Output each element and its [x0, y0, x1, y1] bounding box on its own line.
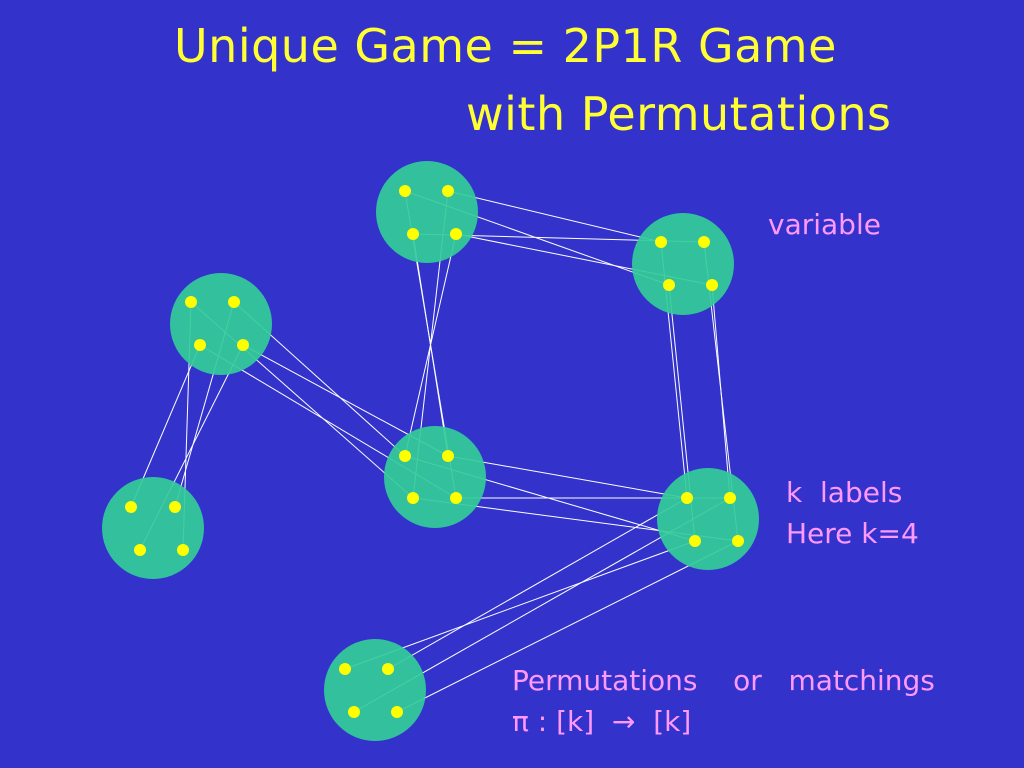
label-dot: [698, 236, 710, 248]
k-labels-label: k labels: [786, 476, 903, 509]
pi-mapping-label: π : [k] → [k]: [512, 705, 692, 738]
label-dot: [442, 450, 454, 462]
permutation-edge: [396, 540, 739, 713]
label-dot: [399, 450, 411, 462]
label-dot: [169, 501, 181, 513]
variable-node-bottom: [324, 639, 426, 741]
label-dot: [228, 296, 240, 308]
label-dot: [450, 492, 462, 504]
variable-circle: [324, 639, 426, 741]
permutation-edge: [387, 497, 688, 670]
label-dot: [407, 492, 419, 504]
k-value-label: Here k=4: [786, 517, 919, 550]
label-dot: [689, 535, 701, 547]
label-dot: [663, 279, 675, 291]
permutation-edge: [447, 190, 662, 243]
variable-nodes: [102, 161, 759, 741]
variable-circle: [384, 426, 486, 528]
label-dot: [194, 339, 206, 351]
variable-node-left: [170, 273, 272, 375]
label-dot: [177, 544, 189, 556]
variable-circle: [657, 468, 759, 570]
label-dot: [407, 228, 419, 240]
permutation-edge: [404, 233, 457, 457]
variable-node-top: [376, 161, 478, 263]
label-dot: [706, 279, 718, 291]
label-dot: [134, 544, 146, 556]
variable-node-right: [632, 213, 734, 315]
label-dot: [237, 339, 249, 351]
label-dot: [339, 663, 351, 675]
label-dot: [382, 663, 394, 675]
label-dot: [391, 706, 403, 718]
variable-circle: [632, 213, 734, 315]
label-dot: [348, 706, 360, 718]
permutations-label: Permutations or matchings: [512, 664, 935, 697]
label-dot: [442, 185, 454, 197]
permutation-edge: [711, 284, 731, 499]
variable-label: variable: [768, 208, 881, 241]
title-line-2: with Permutations: [466, 87, 892, 141]
label-dot: [450, 228, 462, 240]
variable-circle: [376, 161, 478, 263]
title-line-1: Unique Game = 2P1R Game: [174, 19, 837, 73]
label-dot: [185, 296, 197, 308]
label-dot: [655, 236, 667, 248]
label-dot: [681, 492, 693, 504]
label-dot: [125, 501, 137, 513]
variable-node-rc: [657, 468, 759, 570]
label-dot: [399, 185, 411, 197]
variable-node-bl: [102, 477, 204, 579]
permutation-edge: [447, 455, 688, 499]
label-dot: [732, 535, 744, 547]
variable-circle: [170, 273, 272, 375]
variable-node-center: [384, 426, 486, 528]
variable-circle: [102, 477, 204, 579]
label-dot: [724, 492, 736, 504]
